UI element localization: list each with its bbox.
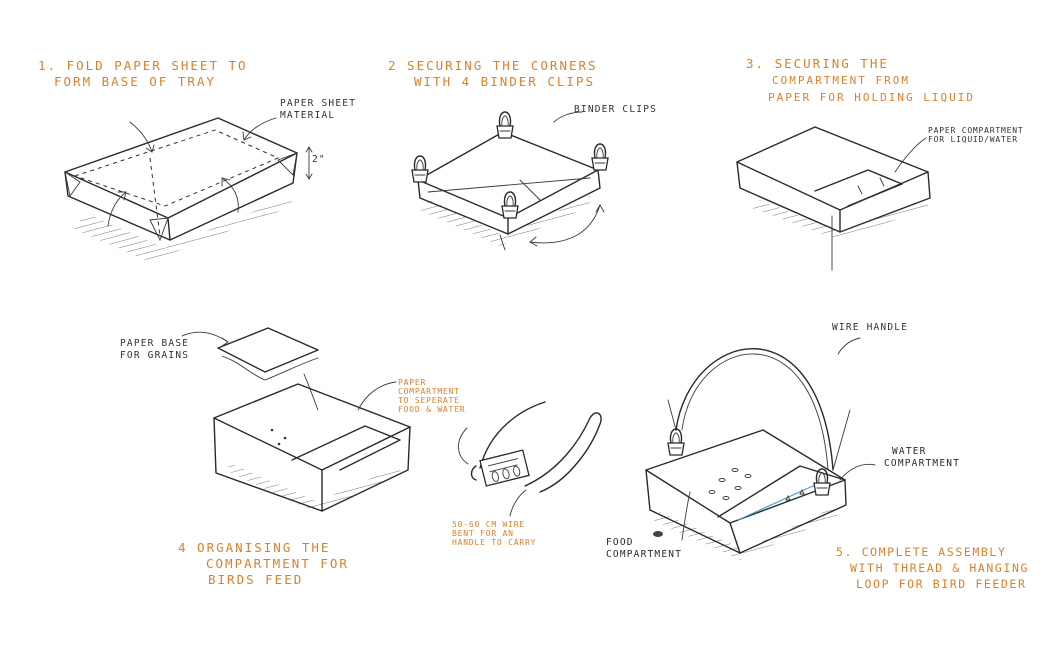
binder-clip-icon [496,111,514,139]
step2-illustration [411,111,609,251]
water-compartment-divider [814,169,903,207]
liquid-compartment-label: PAPER COMPARTMENT FOR LIQUID/WATER [928,126,1023,144]
seed-icon [653,531,663,537]
tray-top-face [736,126,929,211]
label-line: FOOD & WATER [398,405,466,414]
wire-label: 50-60 CM WIRE BENT FOR AN HANDLE TO CARR… [452,520,536,547]
step1-illustration [64,117,313,262]
binder-clip-icon [501,191,519,219]
label-line: PAPER [398,378,427,387]
label-line: BENT FOR AN [452,529,514,538]
paper-sheet-material-label: PAPER SHEET MATERIAL [280,98,356,122]
label-line: PAPER SHEET [280,98,357,109]
caption-line: 5. COMPLETE ASSEMBLY [836,545,1007,559]
label-line: FOR LIQUID/WATER [928,135,1018,144]
wire-handle [675,348,834,471]
label-line: FOR GRAINS [120,350,190,361]
fold-line [73,129,280,207]
step5-illustration [645,337,876,560]
step4-illustration [181,327,602,517]
label-line: COMPARTMENT [884,458,961,469]
binder-clips-label: BINDER CLIPS [574,104,658,115]
label-line: PAPER BASE [120,338,190,349]
caption-line: COMPARTMENT FOR [206,556,349,571]
wire-handle-label: WIRE HANDLE [832,322,909,333]
label-line: WATER [892,446,927,457]
caption-line: LOOP FOR BIRD FEEDER [856,577,1027,591]
caption-line: COMPARTMENT FROM [772,74,910,87]
step4-caption: 4 ORGANISING THE COMPARTMENT FOR BIRDS F… [178,540,349,588]
caption-line: 1. FOLD PAPER SHEET TO [38,58,248,73]
water-compartment-label: WATER COMPARTMENT [884,446,960,470]
label-line: MATERIAL [280,110,336,121]
caption-line: WITH 4 BINDER CLIPS [414,74,595,89]
binder-clip-icon [591,143,609,171]
caption-line: WITH THREAD & HANGING [850,561,1029,575]
binder-clip-icon [667,428,685,456]
caption-line: BIRDS FEED [208,572,304,587]
label-line: 50-60 CM WIRE [452,520,526,529]
step1-caption: 1. FOLD PAPER SHEET TO FORM BASE OF TRAY [38,58,248,90]
tray-top-face [213,383,411,471]
binder-clip-icon [813,468,831,496]
separator-compartment-label: PAPER COMPARTMENT TO SEPERATE FOOD & WAT… [398,378,465,414]
caption-line: 3. SECURING THE [746,56,889,71]
caption-line: PAPER FOR HOLDING LIQUID [768,91,975,104]
food-water-divider [717,465,846,518]
label-line: PAPER COMPARTMENT [928,126,1024,135]
compartment-divider [291,425,401,471]
step3-caption: 3. SECURING THE COMPARTMENT FROM PAPER F… [746,56,975,106]
label-line: COMPARTMENT [606,549,683,560]
caption-line: 2 SECURING THE CORNERS [388,58,598,73]
caption-line: 4 ORGANISING THE [178,540,331,555]
label-line: TO SEPERATE [398,396,460,405]
step2-caption: 2 SECURING THE CORNERS WITH 4 BINDER CLI… [388,58,598,90]
food-compartment-label: FOOD COMPARTMENT [606,537,682,561]
height-label: 2" [312,154,326,165]
paper-base-sheet [217,327,319,373]
label-line: FOOD [606,537,634,548]
step3-illustration [736,126,931,271]
caption-line: FORM BASE OF TRAY [54,74,216,89]
binder-clip-icon [411,155,429,183]
bent-wire-icon [470,401,546,481]
label-line: HANDLE TO CARRY [452,538,537,547]
paper-base-label: PAPER BASE FOR GRAINS [120,338,189,362]
label-line: COMPARTMENT [398,387,460,396]
step5-caption: 5. COMPLETE ASSEMBLY WITH THREAD & HANGI… [836,544,1029,592]
